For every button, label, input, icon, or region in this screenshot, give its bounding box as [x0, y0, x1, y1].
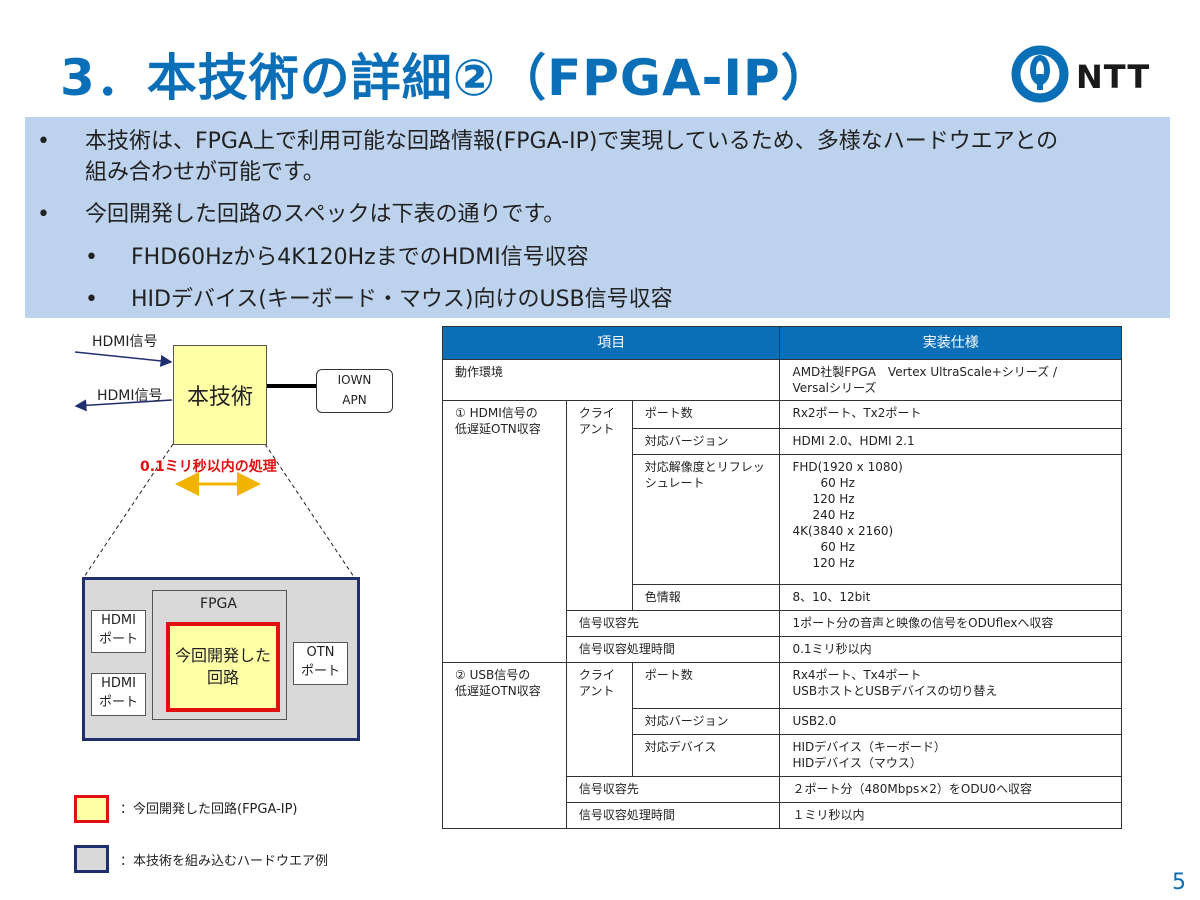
fpga-label: FPGA: [200, 596, 237, 612]
hdmi-out-arrow: [74, 399, 173, 412]
header-item: 項目: [441, 326, 781, 360]
hdmi-time-label: 信号収容処理時間: [565, 636, 781, 663]
table-row: 対応バージョン USB2.0: [443, 708, 1122, 735]
hdmi-res-label: 対応解像度とリフレッ シュレート: [631, 454, 781, 585]
otn-port: OTN ポート: [293, 642, 348, 685]
usb-device-label: 対応デバイス: [631, 734, 781, 777]
hdmi-dest-value: 1ポート分の音声と映像の信号をODUflexへ収容: [779, 610, 1122, 637]
sub-bullet-1: • FHD60Hzから4K120HzまでのHDMI信号収容: [85, 242, 589, 273]
legend-circuit: ：今回開発した回路(FPGA-IP): [120, 802, 298, 817]
hdmi-client: クライ アント: [565, 400, 633, 611]
bullet-1: • 本技術は、FPGA上で利用可能な回路情報(FPGA-IP)で実現しているため…: [37, 126, 1059, 157]
circuit-box: 今回開発した 回路: [166, 622, 280, 712]
iown-label: IOWN: [337, 373, 372, 387]
table-row: 対応バージョン HDMI 2.0、HDMI 2.1: [443, 428, 1122, 455]
hdmi-color-value: 8、10、12bit: [779, 584, 1122, 611]
legend-swatch-hardware: [74, 845, 109, 873]
usb-client: クライ アント: [565, 662, 633, 777]
hdmi-out-label: HDMI信号: [97, 388, 163, 404]
table-row: ① HDMI信号の 低遅延OTN収容 クライ アント ポート数 Rx2ポート、T…: [442, 400, 1122, 663]
table-row: 動作環境 AMD社製FPGA Vertex UltraScale+シリーズ / …: [441, 359, 1122, 401]
circuit-label-2: 回路: [206, 668, 239, 687]
usb-group: ② USB信号の 低遅延OTN収容: [442, 662, 567, 829]
usb-version-label: 対応バージョン: [631, 708, 781, 735]
bullet-panel: [25, 117, 1170, 318]
bullet-marker: •: [85, 287, 98, 312]
usb-time-label: 信号収容処理時間: [565, 802, 781, 829]
usb-ports-label: ポート数: [631, 662, 781, 709]
usb-dest-label: 信号収容先: [565, 776, 781, 803]
hdmi-ports-label: ポート数: [631, 400, 781, 429]
usb-dest-value: ２ポート分（480Mbps×2）をODU0へ収容: [779, 776, 1122, 803]
sub-bullet-1-text: FHD60Hzから4K120HzまでのHDMI信号収容: [131, 245, 589, 270]
table-row: 信号収容処理時間 １ミリ秒以内: [443, 802, 1122, 829]
hdmi-group: ① HDMI信号の 低遅延OTN収容: [442, 400, 567, 663]
table-row: 対応解像度とリフレッ シュレート FHD(1920 x 1080) 60 Hz …: [443, 454, 1122, 585]
hdmi-ports-value: Rx2ポート、Tx2ポート: [779, 400, 1122, 429]
diagram-lines: [74, 351, 355, 578]
bullet-marker: •: [37, 129, 50, 154]
zoom-line-left: [83, 443, 174, 578]
zoom-line-right: [264, 443, 355, 578]
bullet-1-line1: 本技術は、FPGA上で利用可能な回路情報(FPGA-IP)で実現しているため、多…: [85, 129, 1059, 154]
logo-text: NTT: [1076, 58, 1151, 96]
bullet-1-cont: 組み合わせが可能です。: [85, 160, 325, 185]
env-value: AMD社製FPGA Vertex UltraScale+シリーズ / Versa…: [779, 359, 1122, 401]
hdmi-dest-label: 信号収容先: [565, 610, 781, 637]
usb-version-value: USB2.0: [779, 708, 1122, 735]
table-header-row: 項目 実装仕様: [441, 326, 1122, 360]
apn-label: APN: [342, 393, 367, 407]
hdmi-res-value: FHD(1920 x 1080) 60 Hz 120 Hz 240 Hz 4K(…: [779, 454, 1122, 585]
header-spec: 実装仕様: [779, 326, 1122, 360]
hdmi-in-arrow: [74, 351, 173, 367]
sub-bullet-2-text: HIDデバイス(キーボード・マウス)向けのUSB信号収容: [131, 287, 673, 312]
legend-hardware: ：本技術を組み込むハードウエア例: [120, 854, 329, 869]
bullet-2: • 今回開発した回路のスペックは下表の通りです。: [37, 199, 566, 230]
ntt-logo: [1011, 45, 1069, 103]
tech-box: 本技術: [173, 345, 267, 445]
page-number: 5: [1172, 870, 1186, 895]
hdmi-time-value: 0.1ミリ秒以内: [779, 636, 1122, 663]
sub-bullet-2: • HIDデバイス(キーボード・マウス)向けのUSB信号収容: [85, 284, 673, 315]
bullet-marker: •: [37, 202, 50, 227]
hdmi-version-label: 対応バージョン: [631, 428, 781, 455]
bullet-marker: •: [85, 245, 98, 270]
table-row: 対応デバイス HIDデバイス（キーボード） HIDデバイス（マウス）: [443, 734, 1122, 777]
legend-swatch-circuit: [74, 795, 109, 823]
hdmi-port-2: HDMI ポート: [91, 673, 146, 716]
latency-label: 0.1ミリ秒以内の処理: [140, 459, 277, 475]
env-label: 動作環境: [441, 359, 781, 401]
usb-time-value: １ミリ秒以内: [779, 802, 1122, 829]
spec-table: 項目 実装仕様 動作環境 AMD社製FPGA Vertex UltraScale…: [441, 326, 1122, 829]
hdmi-version-value: HDMI 2.0、HDMI 2.1: [779, 428, 1122, 455]
table-row: 信号収容先 1ポート分の音声と映像の信号をODUflexへ収容: [443, 610, 1122, 637]
usb-ports-value: Rx4ポート、Tx4ポート USBホストとUSBデバイスの切り替え: [779, 662, 1122, 709]
circuit-label-1: 今回開発した: [174, 646, 271, 665]
iown-apn-box: IOWN APN: [316, 369, 393, 413]
usb-device-value: HIDデバイス（キーボード） HIDデバイス（マウス）: [779, 734, 1122, 777]
hdmi-port-1: HDMI ポート: [91, 610, 146, 653]
page-title: 3．本技術の詳細②（FPGA-IP）: [60, 49, 832, 107]
bullet-2-text: 今回開発した回路のスペックは下表の通りです。: [85, 202, 566, 227]
table-row: 色情報 8、10、12bit: [443, 584, 1122, 611]
hdmi-color-label: 色情報: [631, 584, 781, 611]
hdmi-in-label: HDMI信号: [92, 334, 158, 350]
table-row: ② USB信号の 低遅延OTN収容 クライ アント ポート数 Rx4ポート、Tx…: [442, 662, 1122, 829]
